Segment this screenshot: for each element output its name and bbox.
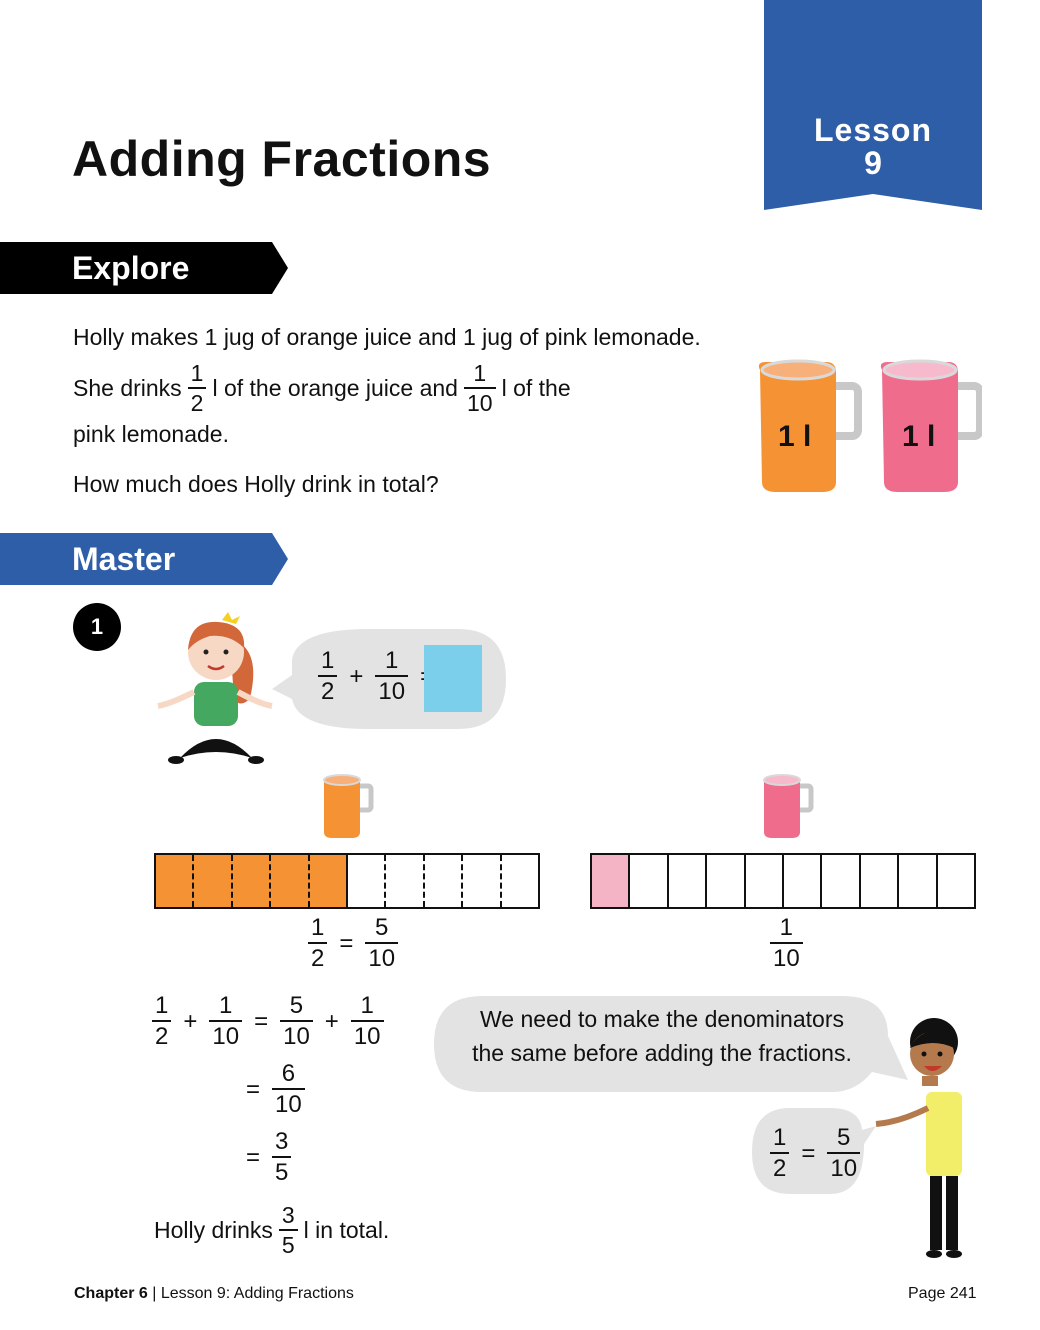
footer-separator: | xyxy=(152,1285,157,1302)
lesson-tab: Lesson 9 xyxy=(764,0,982,210)
bar-segment xyxy=(156,855,193,907)
explore-line-1: Holly makes 1 jug of orange juice and 1 … xyxy=(73,324,701,350)
footer-left: Chapter 6 | Lesson 9: Adding Fractions xyxy=(74,1285,354,1303)
bar-model-halves xyxy=(154,853,540,909)
page-title: Adding Fractions xyxy=(72,131,492,187)
bar-segment xyxy=(858,855,897,907)
bar-segment xyxy=(820,855,858,907)
bar-segment xyxy=(782,855,820,907)
bar-segment xyxy=(666,855,705,907)
small-pink-jug-icon xyxy=(763,774,814,838)
lesson-number: 9 xyxy=(864,145,882,181)
jugs-illustration: 1 l 1 l xyxy=(752,356,984,496)
answer-box[interactable] xyxy=(424,645,482,712)
master-banner: Master xyxy=(0,533,290,585)
bar-segment xyxy=(897,855,935,907)
master-label: Master xyxy=(72,541,176,577)
boy-speech-bubble: We need to make the denominators the sam… xyxy=(432,994,912,1094)
speech-line-2: the same before adding the fractions. xyxy=(472,1040,852,1066)
girl-character xyxy=(150,608,280,768)
bar-segment xyxy=(628,855,666,907)
bar-model-tenths xyxy=(590,853,976,909)
boy-icon xyxy=(875,1018,962,1258)
bar-segment xyxy=(592,855,629,907)
jug-pink-label: 1 l xyxy=(902,420,936,453)
speech-line-1: We need to make the denominators xyxy=(480,1006,844,1032)
bar-segment xyxy=(384,855,422,907)
footer-page: Page 241 xyxy=(908,1285,977,1302)
bar-segment xyxy=(499,855,538,907)
bar-segment xyxy=(307,855,347,907)
boy-character xyxy=(870,1012,970,1262)
explore-line-2b: l of the orange juice and xyxy=(212,375,458,401)
lesson-label: Lesson xyxy=(813,112,933,148)
jug-orange-label: 1 l xyxy=(778,420,812,453)
bar-segment xyxy=(935,855,974,907)
bar-segment xyxy=(743,855,782,907)
girl-speech-bubble: 12 + 110 = xyxy=(268,625,510,733)
bar-segment xyxy=(422,855,461,907)
bar-segment xyxy=(346,855,384,907)
explore-banner: Explore xyxy=(0,242,290,294)
bar-segment xyxy=(705,855,743,907)
step-badge: 1 xyxy=(73,603,121,651)
explore-label: Explore xyxy=(72,250,190,286)
bubble-equation: 12 + 110 = xyxy=(312,649,440,704)
explore-line-2c: l of the xyxy=(501,375,571,401)
bar-segment xyxy=(230,855,270,907)
bar-segment xyxy=(461,855,499,907)
bar-segment xyxy=(192,855,231,907)
jug-icon xyxy=(758,359,984,492)
explore-line-2a: She drinks xyxy=(73,375,182,401)
footer-lesson: Lesson 9: Adding Fractions xyxy=(160,1285,354,1302)
explore-line-3: pink lemonade. xyxy=(73,421,229,447)
bar-segment xyxy=(269,855,308,907)
small-orange-jug-icon xyxy=(323,774,374,838)
footer-chapter: Chapter 6 xyxy=(74,1285,148,1302)
girl-icon xyxy=(157,612,273,764)
explore-question: How much does Holly drink in total? xyxy=(73,471,439,497)
